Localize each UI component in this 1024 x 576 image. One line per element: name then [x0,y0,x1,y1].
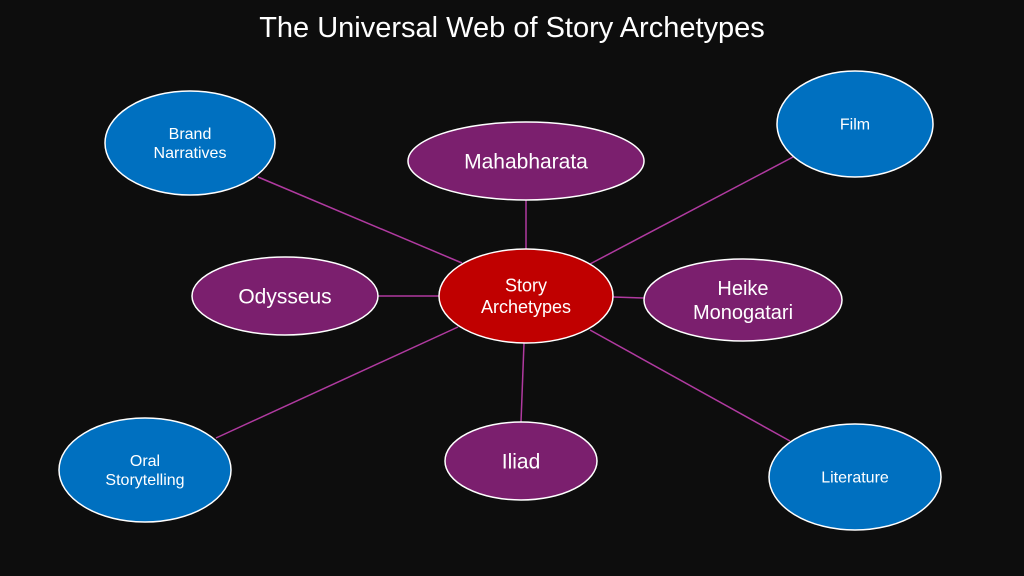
node-iliad-label: Iliad [502,450,541,473]
node-literature: Literature [768,423,942,531]
connector-heike-monogatari [612,296,645,299]
connector-oral-storytelling [215,326,459,439]
connector-iliad [520,342,525,423]
node-film-label: Film [840,117,870,134]
connector-literature [589,329,791,442]
node-iliad-shape [444,421,598,501]
node-oral-storytelling-shape [58,417,232,523]
node-odysseus: Odysseus [191,256,379,336]
node-heike-monogatari-shape [643,258,843,342]
node-odysseus-shape [191,256,379,336]
node-film: Film [776,70,934,178]
connector-brand-narratives [257,176,463,264]
node-literature-label: Literature [821,470,889,487]
node-brand-narratives-shape [104,90,276,196]
node-film-shape [776,70,934,178]
diagram-title: The Universal Web of Story Archetypes [259,12,765,44]
node-literature-shape [768,423,942,531]
node-mahabharata: Mahabharata [407,121,645,201]
connector-lines [215,156,794,442]
connector-film [589,156,794,265]
node-iliad: Iliad [444,421,598,501]
node-mahabharata-label: Mahabharata [464,150,588,173]
center-node-shape [438,248,614,344]
node-odysseus-label: Odysseus [238,285,331,308]
node-mahabharata-shape [407,121,645,201]
